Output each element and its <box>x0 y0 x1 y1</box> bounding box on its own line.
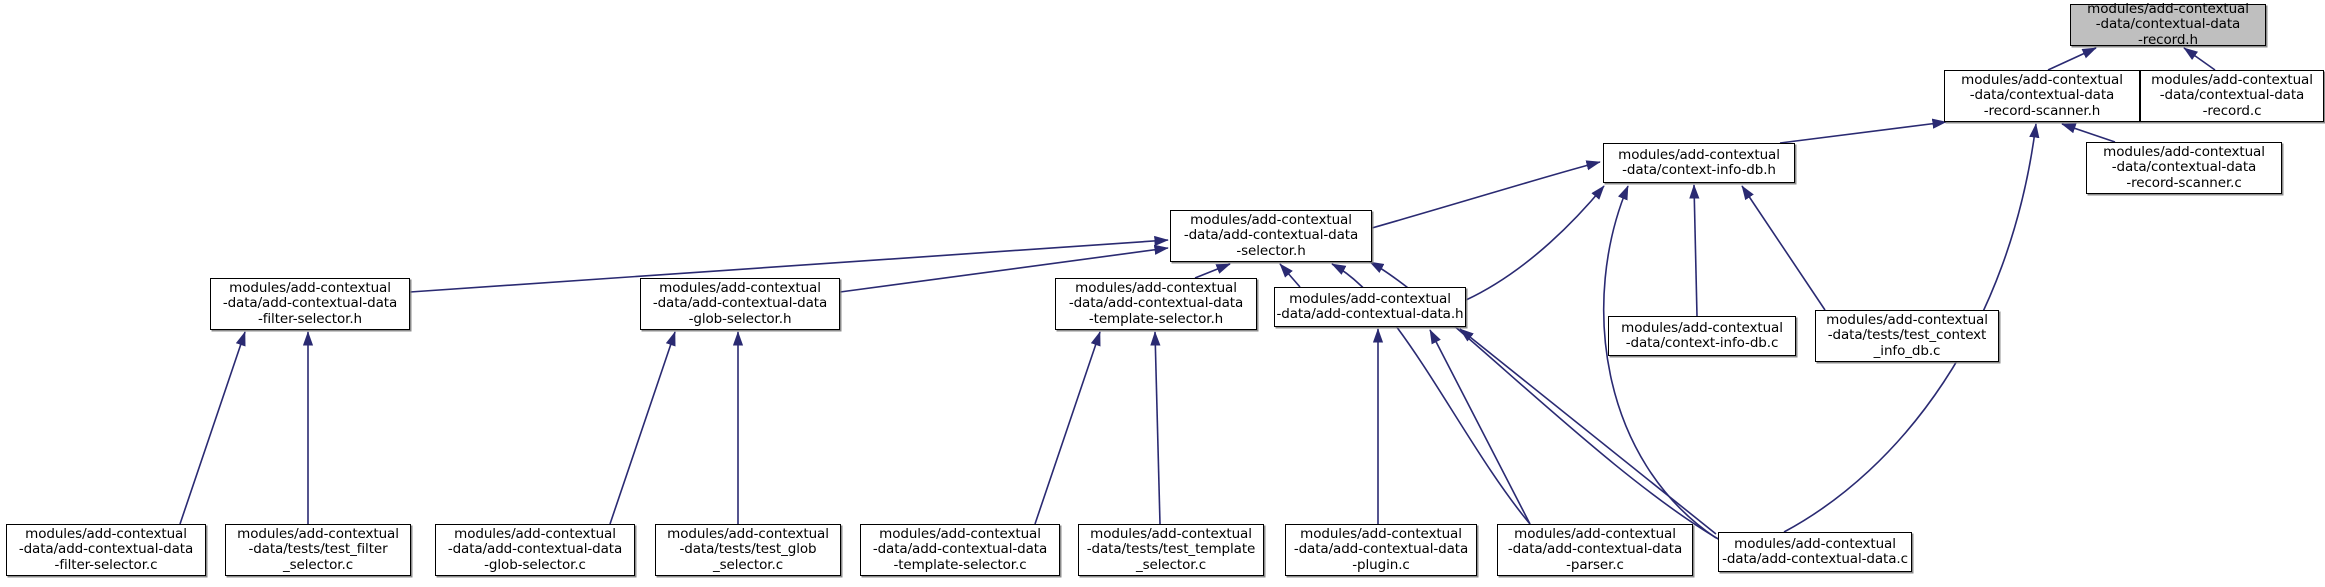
edge-acd-c-to-context-info-db-h <box>1602 185 1717 539</box>
node-label-test_context_info_db_c: modules/add-contextual -data/tests/test_… <box>1826 311 1988 359</box>
node-filter_selector_h[interactable]: modules/add-contextual -data/add-context… <box>210 278 410 330</box>
node-glob_selector_h[interactable]: modules/add-contextual -data/add-context… <box>640 278 840 330</box>
edge-acd-h-to-context-info-db-h <box>1465 185 1605 301</box>
node-acd_h[interactable]: modules/add-contextual -data/add-context… <box>1274 287 1466 327</box>
edge-test-template-selector-c-to-template-selector-h <box>1150 331 1161 525</box>
edge-context-info-db-h-to-record-scanner-h <box>1779 118 1947 144</box>
node-label-acd_h: modules/add-contextual -data/add-context… <box>1276 290 1464 322</box>
node-label-record_h: modules/add-contextual -data/contextual-… <box>2087 0 2249 48</box>
node-context_info_db_h[interactable]: modules/add-contextual -data/context-inf… <box>1603 143 1795 183</box>
node-label-glob_selector_c: modules/add-contextual -data/add-context… <box>447 525 623 573</box>
node-label-context_info_db_c: modules/add-contextual -data/context-inf… <box>1621 319 1783 351</box>
node-context_info_db_c[interactable]: modules/add-contextual -data/context-inf… <box>1608 316 1796 356</box>
node-record_scanner_h[interactable]: modules/add-contextual -data/contextual-… <box>1944 70 2140 122</box>
edge-template-selector-c-to-template-selector-h <box>1034 331 1101 525</box>
node-label-filter_selector_h: modules/add-contextual -data/add-context… <box>222 279 398 327</box>
node-label-template_selector_h: modules/add-contextual -data/add-context… <box>1068 279 1244 327</box>
node-label-filter_selector_c: modules/add-contextual -data/add-context… <box>18 525 194 573</box>
node-plugin_c[interactable]: modules/add-contextual -data/add-context… <box>1285 524 1477 576</box>
node-test_glob_selector_c[interactable]: modules/add-contextual -data/tests/test_… <box>655 524 841 576</box>
node-parser_c[interactable]: modules/add-contextual -data/add-context… <box>1497 524 1693 576</box>
node-label-record_scanner_h: modules/add-contextual -data/contextual-… <box>1961 71 2123 119</box>
node-label-plugin_c: modules/add-contextual -data/add-context… <box>1293 525 1469 573</box>
node-template_selector_c[interactable]: modules/add-contextual -data/add-context… <box>860 524 1060 576</box>
node-test_context_info_db_c[interactable]: modules/add-contextual -data/tests/test_… <box>1815 310 1999 362</box>
edge-record-scanner-c-to-record-scanner-h <box>2061 123 2116 143</box>
node-label-test_filter_selector_c: modules/add-contextual -data/tests/test_… <box>237 525 399 573</box>
node-label-test_template_selector_c: modules/add-contextual -data/tests/test_… <box>1086 525 1256 573</box>
node-label-record_scanner_c: modules/add-contextual -data/contextual-… <box>2103 143 2265 191</box>
edge-glob-selector-c-to-glob-selector-h <box>609 331 676 525</box>
node-filter_selector_c[interactable]: modules/add-contextual -data/add-context… <box>6 524 206 576</box>
edge-context-info-db-c-to-context-info-db-h <box>1689 184 1700 317</box>
edge-template-selector-h-to-selector-h <box>1194 263 1231 279</box>
edge-selector-h-to-context-info-db-h <box>1371 160 1601 229</box>
edge-acd-h-to-selector-h <box>1279 263 1301 288</box>
node-record_h[interactable]: modules/add-contextual -data/contextual-… <box>2070 0 2266 48</box>
node-label-template_selector_c: modules/add-contextual -data/add-context… <box>872 525 1048 573</box>
edge-acd-c-to-acd-h <box>1459 328 1717 535</box>
edge-parser-c-to-selector-h <box>1331 263 1531 525</box>
node-glob_selector_c[interactable]: modules/add-contextual -data/add-context… <box>435 524 635 576</box>
node-label-test_glob_selector_c: modules/add-contextual -data/tests/test_… <box>667 525 829 573</box>
node-template_selector_h[interactable]: modules/add-contextual -data/add-context… <box>1055 278 1257 330</box>
node-label-record_c: modules/add-contextual -data/contextual-… <box>2151 71 2313 119</box>
edge-acd-c-to-selector-h <box>1369 261 1721 541</box>
node-test_template_selector_c[interactable]: modules/add-contextual -data/tests/test_… <box>1078 524 1264 576</box>
edge-parser-c-to-acd-h <box>1429 329 1531 525</box>
edge-filter-selector-c-to-filter-selector-h <box>179 331 246 525</box>
node-label-parser_c: modules/add-contextual -data/add-context… <box>1507 525 1683 573</box>
node-label-glob_selector_h: modules/add-contextual -data/add-context… <box>652 279 828 327</box>
edge-glob-selector-h-to-selector-h <box>839 244 1169 293</box>
edge-filter-selector-h-to-selector-h <box>409 235 1169 293</box>
node-label-selector_h: modules/add-contextual -data/add-context… <box>1183 211 1359 259</box>
node-test_filter_selector_c[interactable]: modules/add-contextual -data/tests/test_… <box>225 524 411 576</box>
node-label-acd_c: modules/add-contextual -data/add-context… <box>1722 535 1908 567</box>
edge-record-scanner-h-to-record-h <box>2047 47 2097 71</box>
edges <box>179 47 2216 541</box>
node-record_scanner_c[interactable]: modules/add-contextual -data/contextual-… <box>2086 142 2282 194</box>
edge-record-c-to-record-h <box>2183 47 2216 71</box>
node-record_c[interactable]: modules/add-contextual -data/contextual-… <box>2140 70 2324 122</box>
node-acd_c[interactable]: modules/add-contextual -data/add-context… <box>1718 532 1912 572</box>
node-selector_h[interactable]: modules/add-contextual -data/add-context… <box>1170 210 1372 262</box>
node-label-context_info_db_h: modules/add-contextual -data/context-inf… <box>1618 146 1780 178</box>
edge-acd-c-to-record-scanner-h <box>1783 123 2040 533</box>
edge-test-context-info-db-c-to-context-info-db-h <box>1741 185 1826 311</box>
